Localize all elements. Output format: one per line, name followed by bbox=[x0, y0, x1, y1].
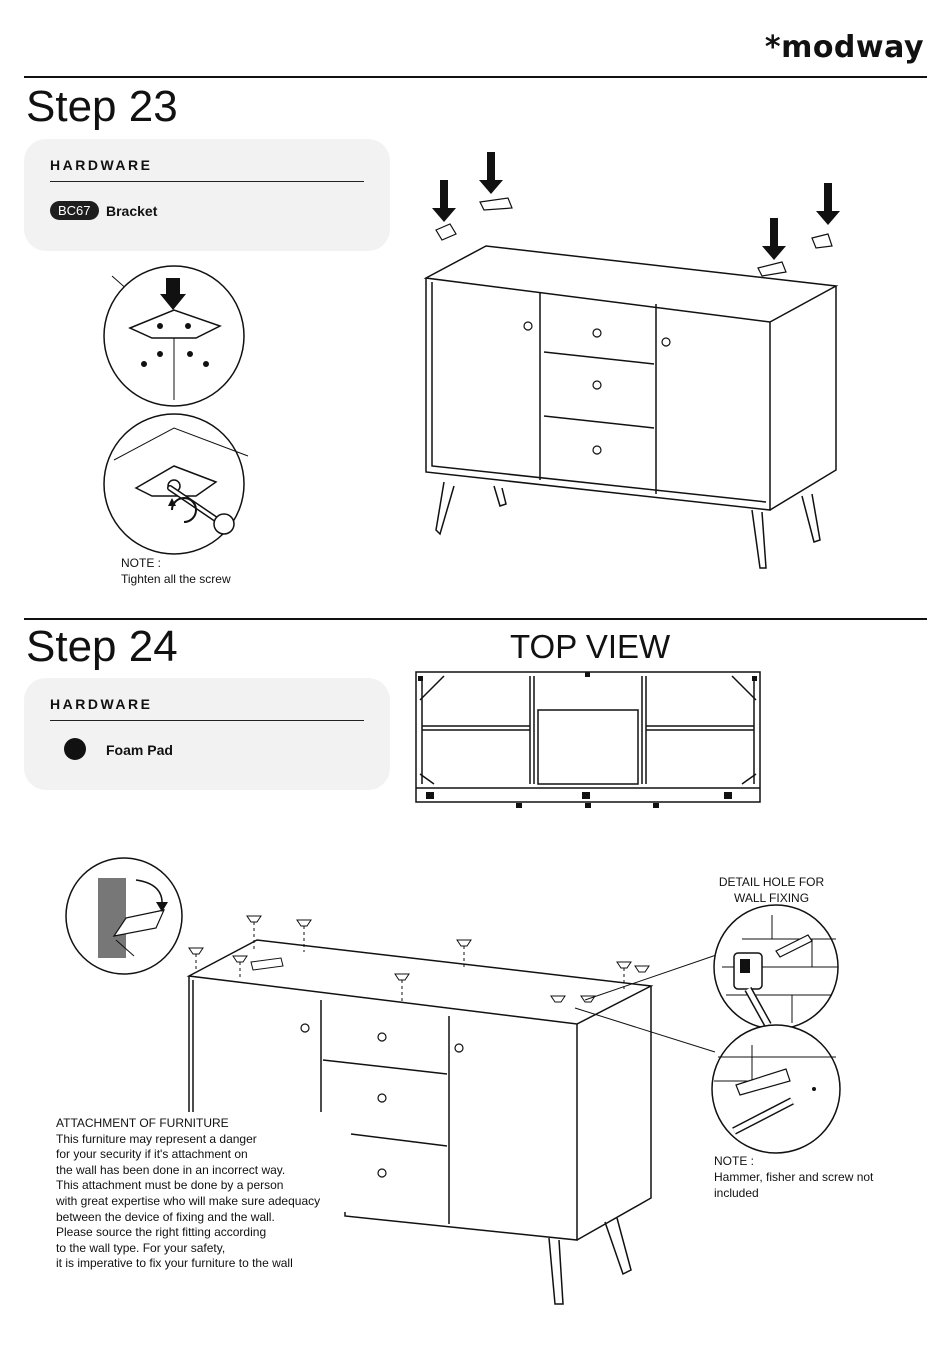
attachment-line: between the device of fixing and the wal… bbox=[56, 1209, 275, 1224]
step24-divider bbox=[24, 618, 927, 620]
foam-pad-part-name: Foam Pad bbox=[106, 742, 173, 758]
step24-title: Step 24 bbox=[26, 622, 178, 671]
step23-note-text: Tighten all the screw bbox=[121, 572, 231, 586]
step24-hardware-box: HARDWARE Foam Pad bbox=[24, 678, 390, 790]
attachment-line: it is imperative to fix your furniture t… bbox=[56, 1256, 293, 1271]
bracket-part-name: Bracket bbox=[106, 203, 158, 219]
step23-sideboard-illustration bbox=[423, 152, 840, 569]
step23-note: NOTE : Tighten all the screw bbox=[121, 555, 231, 587]
attachment-title: ATTACHMENT OF FURNITURE bbox=[56, 1116, 229, 1130]
step24-note-title: NOTE : bbox=[714, 1154, 755, 1168]
foam-pad-detail-illustration bbox=[65, 857, 183, 975]
attachment-line: for your security if it's attachment on bbox=[56, 1147, 248, 1162]
attachment-line: to the wall type. For your safety, bbox=[56, 1240, 226, 1255]
hardware-underline bbox=[50, 181, 364, 182]
step23-hardware-heading: HARDWARE bbox=[50, 157, 153, 173]
attachment-line: Please source the right fitting accordin… bbox=[56, 1225, 267, 1240]
top-view-illustration bbox=[415, 671, 761, 808]
wall-fixing-label-line2: WALL FIXING bbox=[733, 891, 810, 905]
attachment-line: with great expertise who will make sure … bbox=[56, 1193, 321, 1208]
attachment-line: the wall has been done in an incorrect w… bbox=[56, 1162, 286, 1177]
step24-sideboard-illustration bbox=[186, 915, 726, 1305]
wall-fixing-label-line1: DETAIL HOLE FOR bbox=[718, 875, 825, 889]
attachment-line: This attachment must be done by a person bbox=[56, 1178, 284, 1193]
step24-note-line1: Hammer, fisher and screw not bbox=[714, 1170, 874, 1184]
top-view-label: TOP VIEW bbox=[510, 628, 671, 665]
bracket-detail-illustration bbox=[103, 265, 249, 555]
hardware-underline bbox=[50, 720, 364, 721]
brand-logo: *modway bbox=[764, 30, 924, 65]
step24-note-line2: included bbox=[714, 1186, 759, 1200]
step23-note-title: NOTE : bbox=[121, 556, 162, 570]
attachment-line: This furniture may represent a danger bbox=[56, 1131, 257, 1146]
step24-hardware-heading: HARDWARE bbox=[50, 696, 153, 712]
bracket-part-code: BC67 bbox=[50, 201, 99, 220]
step24-note: NOTE : Hammer, fisher and screw not incl… bbox=[714, 1153, 873, 1201]
wall-fixing-detail-label: DETAIL HOLE FOR WALL FIXING bbox=[714, 874, 829, 906]
step23-title: Step 23 bbox=[26, 82, 178, 131]
wall-fixing-detail-illustration bbox=[711, 904, 841, 1154]
step23-divider bbox=[24, 76, 927, 78]
foam-pad-icon bbox=[64, 738, 86, 760]
step23-hardware-box: HARDWARE BC67 Bracket bbox=[24, 139, 390, 251]
attachment-warning: ATTACHMENT OF FURNITURE This furniture m… bbox=[56, 1116, 356, 1272]
